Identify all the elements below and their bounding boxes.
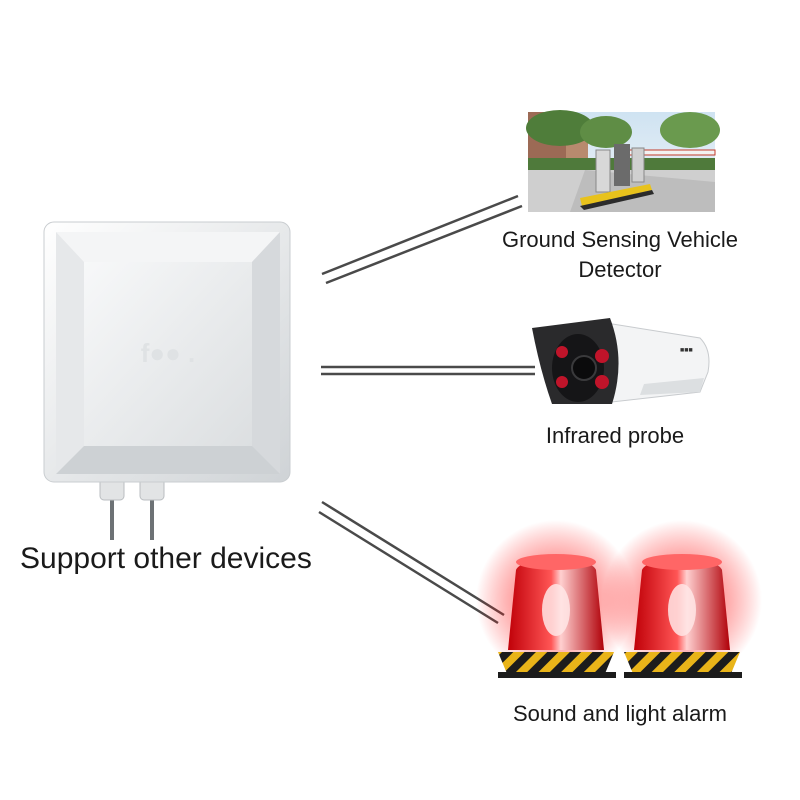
ground-detector-label-line2: Detector (578, 257, 662, 282)
infrared-probe-label: Infrared probe (545, 423, 685, 448)
warning-light (476, 520, 636, 680)
warning-light (602, 520, 762, 680)
bullet-camera: ■■■ (532, 318, 710, 404)
ground-detector-label: Ground Sensing Vehicle Detector (470, 225, 770, 285)
alarm-label: Sound and light alarm (512, 701, 728, 726)
connector-lines (318, 194, 535, 625)
svg-text:f●● .: f●● . (141, 338, 196, 368)
svg-text:■■■: ■■■ (680, 347, 693, 354)
parking-barrier-photo (526, 110, 720, 212)
ground-detector-label-line1: Ground Sensing Vehicle (501, 227, 739, 252)
page-title: Support other devices (20, 542, 312, 575)
rfid-reader-device: f●● . (43, 221, 291, 540)
